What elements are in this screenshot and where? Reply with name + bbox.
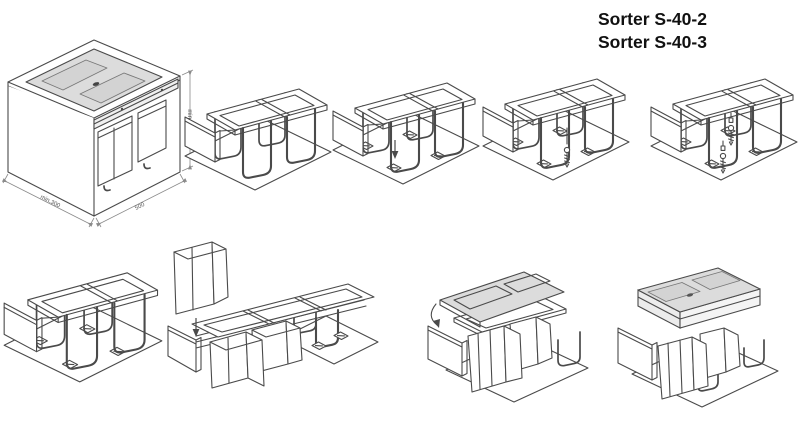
product-title-line2: Sorter S-40-3 xyxy=(598,32,707,52)
step-insert-bins xyxy=(166,226,380,426)
frame-with-bins xyxy=(428,295,566,392)
pullout-front-rail xyxy=(94,79,178,129)
step-frame-on-board xyxy=(183,87,332,191)
step-position-clips xyxy=(331,81,480,185)
step-frame-mounted xyxy=(3,271,163,383)
waste-bins xyxy=(658,328,740,399)
rotate-arrow-icon xyxy=(431,304,440,328)
lid-finger-hole xyxy=(686,293,694,297)
extended-frame xyxy=(168,284,374,372)
inserted-bin xyxy=(174,242,228,314)
product-title-line1: Sorter S-40-2 xyxy=(598,9,707,29)
step-fasten-screws xyxy=(649,77,798,181)
cabinet-dimension-drawing: min.380 min.300 500 xyxy=(1,20,200,234)
cabinet-top-opening xyxy=(26,49,162,111)
dimension-depth: 500 xyxy=(96,174,188,227)
step-seat-frame-screw xyxy=(481,77,630,181)
lid-finger-hole xyxy=(92,82,100,86)
bin-holder-loop xyxy=(558,332,580,366)
mounting-board xyxy=(282,316,378,364)
closed-lid xyxy=(638,268,760,328)
depth-dimension-label: 500 xyxy=(134,202,146,212)
front-panel xyxy=(618,328,657,380)
tilted-lid xyxy=(440,272,564,327)
product-title: Sorter S-40-2 Sorter S-40-3 xyxy=(598,8,707,54)
step-place-lid xyxy=(418,240,600,422)
waste-bins xyxy=(98,100,166,191)
bin-holder-loop xyxy=(744,340,764,367)
waste-bin xyxy=(210,332,264,388)
assembled-sorter xyxy=(598,244,800,424)
